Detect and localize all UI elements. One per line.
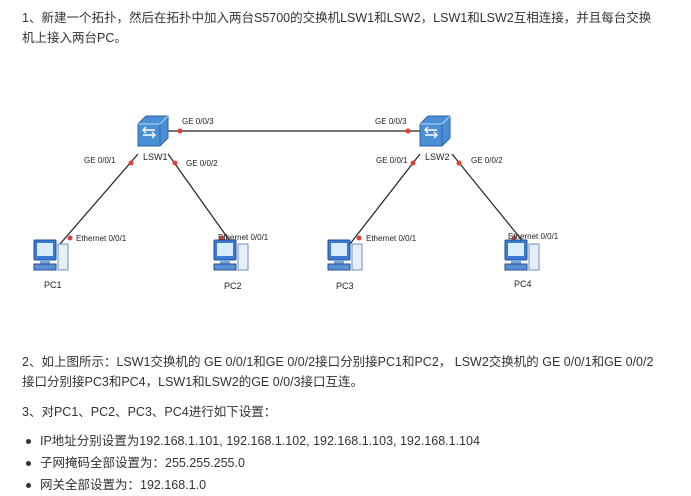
step-2-text: 2、如上图所示：LSW1交换机的 GE 0/0/1和GE 0/0/2接口分别接P…: [22, 355, 654, 389]
pc2-label: PC2: [224, 281, 242, 291]
switch-lsw2-icon: [419, 115, 451, 147]
port-label-lsw2-ge001: GE 0/0/1: [376, 156, 408, 165]
port-dot: [405, 128, 411, 134]
port-markers: [67, 128, 517, 241]
link-lsw2-pc3: [349, 153, 421, 245]
port-dot: [511, 235, 517, 241]
port-dot: [67, 235, 73, 241]
pc3-icon: [327, 239, 363, 271]
port-label-lsw2-ge002: GE 0/0/2: [471, 156, 503, 165]
pc4-label: PC4: [514, 279, 532, 289]
link-lsw1-pc2: [167, 153, 233, 245]
network-topology-diagram: LSW1 LSW2 PC1 PC2 PC3 PC4 GE 0/0/3 GE 0/…: [33, 115, 559, 291]
port-label-lsw2-ge003: GE 0/0/3: [375, 117, 407, 126]
port-dot: [410, 160, 416, 166]
list-item: 子网掩码全部设置为：255.255.255.0: [22, 452, 480, 474]
lsw1-label: LSW1: [143, 152, 168, 162]
pc4-icon: [504, 239, 540, 271]
port-dot: [172, 160, 178, 166]
port-label-pc3-eth: Ethernet 0/0/1: [366, 234, 417, 243]
pc1-label: PC1: [44, 280, 62, 290]
step-3-text: 3、对PC1、PC2、PC3、PC4进行如下设置：: [22, 405, 277, 419]
port-dot: [177, 128, 183, 134]
pc1-icon: [33, 239, 69, 271]
list-item: IP地址分别设置为192.168.1.101, 192.168.1.102, 1…: [22, 430, 480, 452]
port-label-pc4-eth: Ethernet 0/0/1: [508, 232, 559, 241]
link-lsw2-pc4: [451, 153, 526, 245]
port-dot: [128, 160, 134, 166]
list-item: 网关全部设置为：192.168.1.0: [22, 474, 480, 496]
step-1-text: 1、新建一个拓扑，然后在拓扑中加入两台S5700的交换机LSW1和LSW2，LS…: [22, 11, 652, 45]
link-lsw1-pc1: [59, 153, 139, 245]
switch-lsw1-icon: [137, 115, 169, 147]
port-label-lsw1-ge003: GE 0/0/3: [182, 117, 214, 126]
port-dot: [356, 235, 362, 241]
pc2-icon: [213, 239, 249, 271]
port-dot: [219, 235, 225, 241]
port-label-pc2-eth: Ethernet 0/0/1: [218, 233, 269, 242]
port-label-lsw1-ge001: GE 0/0/1: [84, 156, 116, 165]
pc3-label: PC3: [336, 281, 354, 291]
port-label-lsw1-ge002: GE 0/0/2: [186, 159, 218, 168]
settings-list: IP地址分别设置为192.168.1.101, 192.168.1.102, 1…: [22, 430, 480, 496]
port-label-pc1-eth: Ethernet 0/0/1: [76, 234, 127, 243]
lsw2-label: LSW2: [425, 152, 450, 162]
port-dot: [456, 160, 462, 166]
